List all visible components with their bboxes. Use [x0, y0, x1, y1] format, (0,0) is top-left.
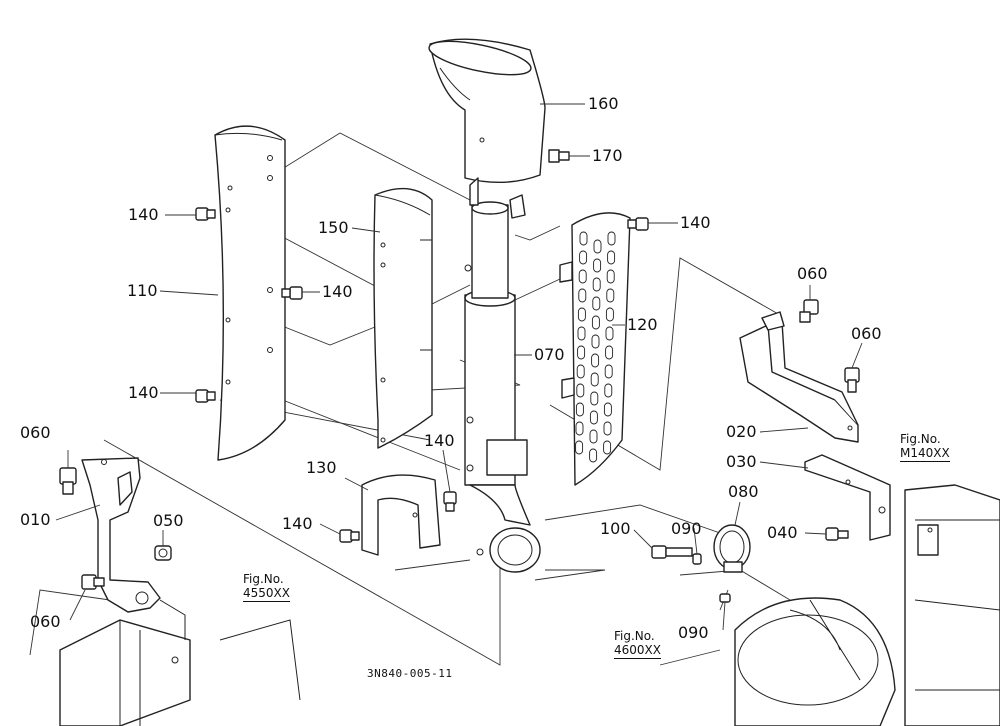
part-110-shield	[214, 125, 286, 461]
part-010-support	[81, 457, 161, 613]
callout-050: 050	[153, 511, 184, 530]
callout-140-shield-bottom: 140	[128, 383, 159, 402]
callout-leaders	[55, 103, 863, 631]
perforation-slot	[606, 288, 615, 303]
perforation-slot	[576, 364, 585, 379]
perforation-slot	[578, 288, 587, 303]
part-130-cover	[361, 474, 441, 556]
part-060-bolts-left	[59, 467, 105, 590]
assembly-lines	[29, 132, 791, 666]
perforation-slot	[593, 258, 602, 273]
callout-140-cover-top: 140	[424, 431, 455, 450]
perforation-slot	[607, 250, 616, 265]
callout-070: 070	[534, 345, 565, 364]
perforation-slot	[579, 250, 588, 265]
perforation-slot	[577, 345, 586, 360]
drawing-code: 3N840-005-11	[367, 667, 453, 680]
perforation-slot	[590, 391, 599, 406]
callout-090-lower: 090	[678, 623, 709, 642]
perforation-slot	[576, 383, 585, 398]
fig-ref-4600: Fig.No. 4600XX	[614, 629, 661, 659]
perforation-slot	[589, 448, 598, 463]
callout-140-perforated: 140	[680, 213, 711, 232]
perforation-slot	[604, 364, 613, 379]
callout-030: 030	[726, 452, 757, 471]
perforation-slot	[593, 239, 602, 254]
callout-120: 120	[627, 315, 658, 334]
callout-060-upper: 060	[797, 264, 828, 283]
part-170-bolt	[548, 149, 570, 163]
callout-040: 040	[767, 523, 798, 542]
callout-170: 170	[592, 146, 623, 165]
perforation-slot	[577, 326, 586, 341]
perforation-slot	[592, 296, 601, 311]
part-060-bolts-right	[799, 299, 860, 393]
part-090-nuts	[692, 553, 731, 603]
part-050-nut	[154, 545, 172, 561]
perforation-slot	[605, 326, 614, 341]
perforation-slot	[607, 231, 616, 246]
callout-020: 020	[726, 422, 757, 441]
part-070-muffler	[464, 177, 541, 573]
callout-060-support-top: 060	[20, 423, 51, 442]
callout-140-shield-top: 140	[128, 205, 159, 224]
perforation-slot	[603, 421, 612, 436]
callout-140-shield-middle: 140	[322, 282, 353, 301]
part-080-clamp	[713, 524, 751, 573]
fig-ref-4600-prefix: Fig.No.	[614, 629, 655, 643]
perforation-slot	[575, 440, 584, 455]
perforation-slot	[591, 353, 600, 368]
part-120-perforated-shield	[559, 212, 631, 486]
callout-100: 100	[600, 519, 631, 538]
perforations	[575, 231, 616, 463]
part-030-bracket	[804, 454, 891, 541]
part-150-shield	[373, 187, 433, 449]
perforation-slot	[589, 410, 598, 425]
perforation-slot	[603, 440, 612, 455]
perforation-slot	[592, 277, 601, 292]
callout-110: 110	[127, 281, 158, 300]
part-040-bolt	[825, 527, 849, 541]
callout-150: 150	[318, 218, 349, 237]
callout-060-support-bottom: 060	[30, 612, 61, 631]
fig-ref-m140: Fig.No. M140XX	[900, 432, 950, 462]
perforation-slot	[579, 231, 588, 246]
callout-010: 010	[20, 510, 51, 529]
air-intake	[734, 597, 896, 726]
part-140-bolts	[195, 207, 649, 543]
perforation-slot	[575, 402, 584, 417]
fig-ref-4550-number: 4550XX	[243, 586, 290, 602]
part-020-bracket	[739, 311, 859, 443]
callout-140-cover-bottom: 140	[282, 514, 313, 533]
perforation-slot	[578, 269, 587, 284]
perforation-slot	[605, 345, 614, 360]
callout-060-lower: 060	[851, 324, 882, 343]
fig-ref-4600-number: 4600XX	[614, 643, 661, 659]
callout-090-upper: 090	[671, 519, 702, 538]
perforation-slot	[606, 269, 615, 284]
part-160-tail-pipe	[428, 38, 546, 184]
fig-ref-m140-prefix: Fig.No.	[900, 432, 941, 446]
perforation-slot	[577, 307, 586, 322]
part-100-bolt	[651, 545, 693, 559]
callout-130: 130	[306, 458, 337, 477]
frame-left	[59, 599, 301, 726]
perforation-slot	[575, 421, 584, 436]
fig-ref-m140-number: M140XX	[900, 446, 950, 462]
frame-right	[904, 484, 1000, 726]
perforation-slot	[591, 315, 600, 330]
perforation-slot	[591, 334, 600, 349]
perforation-slot	[589, 429, 598, 444]
fig-ref-4550-prefix: Fig.No.	[243, 572, 284, 586]
perforation-slot	[590, 372, 599, 387]
perforation-slot	[603, 402, 612, 417]
callout-160: 160	[588, 94, 619, 113]
perforation-slot	[604, 383, 613, 398]
callout-080: 080	[728, 482, 759, 501]
fig-ref-4550: Fig.No. 4550XX	[243, 572, 290, 602]
perforation-slot	[605, 307, 614, 322]
